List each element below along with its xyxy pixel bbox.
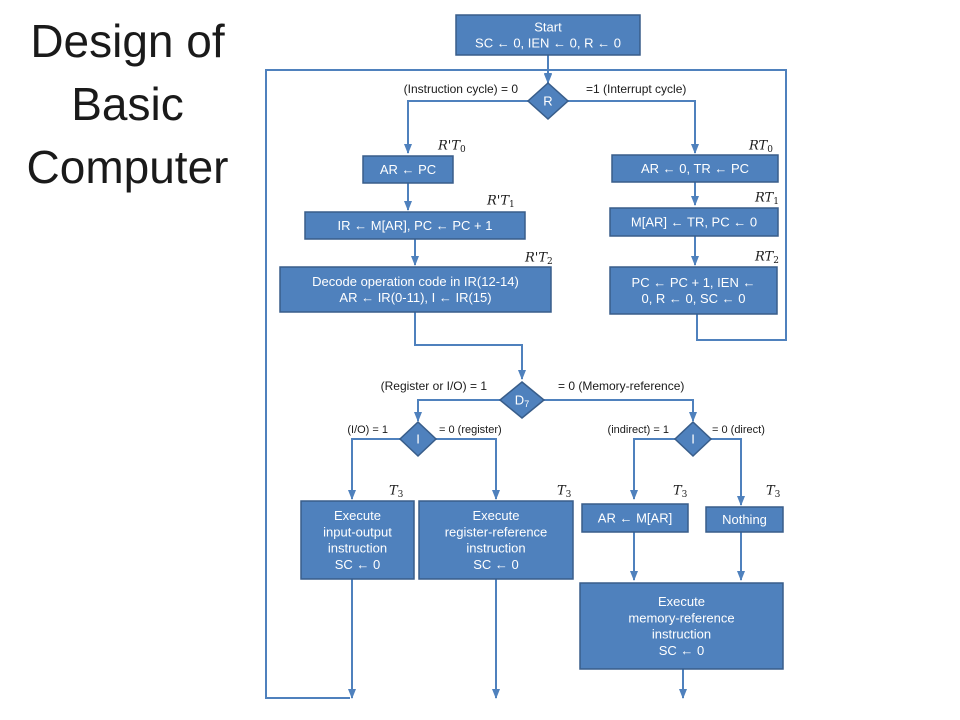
box-ir-fetch-text-1: IR ← M[AR], PC ← PC + 1 [338,218,493,233]
timing-t3-io: T3 [389,484,404,501]
edge-i-right-to-ar-mar [630,438,675,500]
edge-r-to-ar-pc [404,100,528,154]
box-nothing-text-1: Nothing [722,512,767,527]
timing-rt0: R'T0 [437,139,466,156]
label-instruction-cycle: (Instruction cycle) = 0 [404,82,519,96]
decision-r-text: R [543,94,552,109]
timing-it2: RT2 [754,250,779,267]
box-exec-io-text-4: SC ← 0 [335,557,381,572]
box-exec-mem-shape [579,582,784,670]
box-ar-mar-shape [581,503,689,533]
timing-it0: RT0 [748,139,773,156]
decision-r-shape [526,81,570,121]
box-ir-fetch-shape [304,211,526,240]
edge-r-to-interrupt [568,100,699,154]
box-int-mar: M[AR] ← TR, PC ← 0 [609,207,779,237]
box-nothing-shape [705,506,784,533]
timing-t3-reg: T3 [557,484,572,501]
box-exec-reg-text-2: register-reference [445,524,548,539]
shapes: Start SC ← 0, IEN ← 0, R ← 0 R AR ← PC IR ← … [279,14,784,670]
box-ir-fetch: IR ← M[AR], PC ← PC + 1 [304,211,526,240]
edge-int-loop-back [544,69,787,341]
box-exec-mem-text-4: SC ← 0 [659,643,705,658]
box-ar-pc-text-1: AR ← PC [380,162,436,177]
box-exec-io-text-1: Execute [334,508,381,523]
decision-i-right: I [673,420,713,458]
decision-i-left: I [398,420,438,458]
edge-decode-to-d7 [414,312,526,380]
box-int-pc-shape [609,266,778,315]
box-exec-mem-text-2: memory-reference [628,610,734,625]
decision-d7: D7 [498,381,546,419]
box-exec-io-text-2: input-output [323,524,392,539]
box-ar-mar: AR ← M[AR] [581,503,689,533]
label-indirect-one: (indirect) = 1 [608,424,669,436]
box-ar-mar-text-1: AR ← M[AR] [598,511,672,526]
box-decode-text-2: AR ← IR(0-11), I ← IR(15) [339,290,491,305]
decision-i-right-text: I [691,432,695,447]
edge-i-left-to-io [348,438,400,500]
box-int-ar-tr-shape [611,154,779,183]
slide-title-line-2: Basic [71,78,184,130]
label-register-zero: = 0 (register) [439,424,502,436]
start-box-shape [455,14,641,56]
box-ar-pc-shape [362,155,454,184]
box-exec-reg-text-1: Execute [473,508,520,523]
box-int-mar-shape [609,207,779,237]
decision-i-left-text: I [416,432,420,447]
timing-rt1: R'T1 [486,194,515,211]
box-exec-mem-text-3: instruction [652,627,711,642]
edge-main-loop [265,69,548,699]
timing-rt2: R'T2 [524,251,553,268]
edge-d7-to-i-left [414,399,500,422]
box-int-pc: PC ← PC + 1, IEN ←0, R ← 0, SC ← 0 [609,266,778,315]
start-box-text-1: Start [534,19,562,34]
box-decode-shape [279,266,552,313]
decision-i-left-shape [398,420,438,458]
decision-i-right-shape [673,420,713,458]
label-interrupt-cycle: =1 (Interrupt cycle) [586,82,686,96]
box-nothing: Nothing [705,506,784,533]
label-direct-zero: = 0 (direct) [712,424,765,436]
box-exec-mem-text-1: Execute [658,594,705,609]
start-box-text-2: SC ← 0, IEN ← 0, R ← 0 [475,36,621,51]
label-io-one: (I/O) = 1 [347,424,388,436]
edge-d7-to-i-right [544,399,697,422]
box-exec-io-shape [300,500,415,580]
timing-t3-ind: T3 [673,484,688,501]
box-decode-text-1: Decode operation code in IR(12-14) [312,274,519,289]
slide-title-line-3: Computer [26,141,229,193]
label-register-io: (Register or I/O) = 1 [381,379,488,393]
slide-title-line-1: Design of [30,15,225,67]
timing-it1: RT1 [754,191,779,208]
labels: (Instruction cycle) = 0 =1 (Interrupt cyc… [347,82,780,500]
decision-d7-shape [498,381,546,419]
edge-i-left-to-reg [436,438,500,500]
box-int-pc-text-1: PC ← PC + 1, IEN ← [632,275,756,290]
box-exec-io-text-3: instruction [328,541,387,556]
box-decode: Decode operation code in IR(12-14)AR ← I… [279,266,552,313]
start-box: Start SC ← 0, IEN ← 0, R ← 0 [455,14,641,56]
box-exec-reg-shape [418,500,574,580]
box-exec-reg-text-4: SC ← 0 [473,557,519,572]
box-exec-reg-text-3: instruction [466,541,525,556]
timing-t3-dir: T3 [766,484,781,501]
box-int-pc-text-2: 0, R ← 0, SC ← 0 [641,291,745,306]
slide-title: Design of Basic Computer [0,10,255,199]
edge-i-right-to-nothing [711,438,745,506]
decision-r: R [526,81,570,121]
box-int-ar-tr-text-1: AR ← 0, TR ← PC [641,161,749,176]
box-int-mar-text-1: M[AR] ← TR, PC ← 0 [631,215,757,230]
label-memory-reference: = 0 (Memory-reference) [558,379,684,393]
box-ar-pc: AR ← PC [362,155,454,184]
box-int-ar-tr: AR ← 0, TR ← PC [611,154,779,183]
connectors [265,55,787,699]
